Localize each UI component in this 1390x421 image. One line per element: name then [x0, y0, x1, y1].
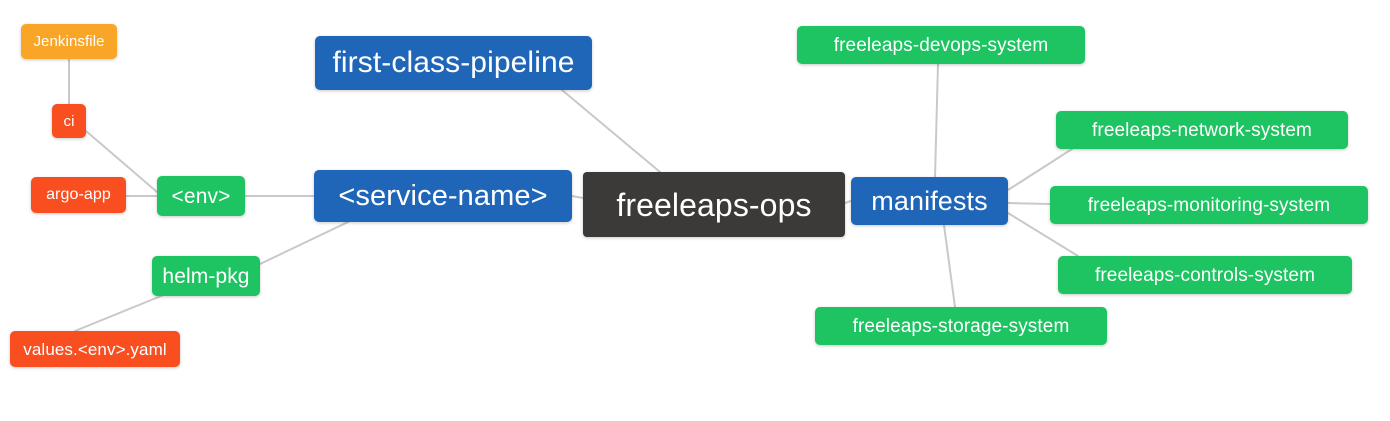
node-controls-system[interactable]: freeleaps-controls-system	[1058, 256, 1352, 294]
edge-manifests-to-network-system	[1007, 148, 1073, 191]
edge-service-name-to-helm-pkg	[259, 221, 349, 265]
node-jenkinsfile[interactable]: Jenkinsfile	[21, 24, 117, 59]
node-manifests[interactable]: manifests	[851, 177, 1008, 225]
node-argo-app[interactable]: argo-app	[31, 177, 126, 213]
node-monitoring-system[interactable]: freeleaps-monitoring-system	[1050, 186, 1368, 224]
node-label: freeleaps-storage-system	[852, 315, 1070, 337]
node-label: ci	[63, 112, 75, 130]
node-label: values.<env>.yaml	[23, 339, 167, 359]
node-label: <service-name>	[338, 179, 548, 212]
edge-manifests-to-storage-system	[943, 224, 956, 308]
node-label: freeleaps-monitoring-system	[1087, 194, 1331, 216]
node-env[interactable]: <env>	[157, 176, 245, 216]
node-network-system[interactable]: freeleaps-network-system	[1056, 111, 1348, 149]
node-label: argo-app	[46, 186, 111, 203]
node-label: Jenkinsfile	[33, 33, 105, 50]
edge-helm-pkg-to-values-yaml	[74, 293, 167, 332]
node-devops-system[interactable]: freeleaps-devops-system	[797, 26, 1085, 64]
node-label: first-class-pipeline	[332, 46, 575, 79]
edge-manifests-to-monitoring-system	[1007, 202, 1051, 205]
node-label: freeleaps-controls-system	[1094, 264, 1316, 286]
node-label: helm-pkg	[162, 264, 250, 288]
node-label: manifests	[871, 185, 988, 216]
node-freeleaps-ops[interactable]: freeleaps-ops	[583, 172, 845, 237]
node-helm-pkg[interactable]: helm-pkg	[152, 256, 260, 296]
node-label: freeleaps-ops	[616, 186, 812, 223]
node-service-name[interactable]: <service-name>	[314, 170, 572, 222]
edge-manifests-to-devops-system	[934, 63, 939, 178]
node-values-yaml[interactable]: values.<env>.yaml	[10, 331, 180, 367]
node-ci[interactable]: ci	[52, 104, 86, 138]
edge-first-class-pipeline-to-freeleaps-ops	[561, 89, 661, 173]
node-label: freeleaps-network-system	[1092, 119, 1312, 141]
node-first-class-pipeline[interactable]: first-class-pipeline	[315, 36, 592, 90]
node-label: freeleaps-devops-system	[833, 34, 1049, 56]
edge-service-name-to-freeleaps-ops	[571, 195, 584, 199]
node-label: <env>	[171, 184, 231, 208]
node-storage-system[interactable]: freeleaps-storage-system	[815, 307, 1107, 345]
